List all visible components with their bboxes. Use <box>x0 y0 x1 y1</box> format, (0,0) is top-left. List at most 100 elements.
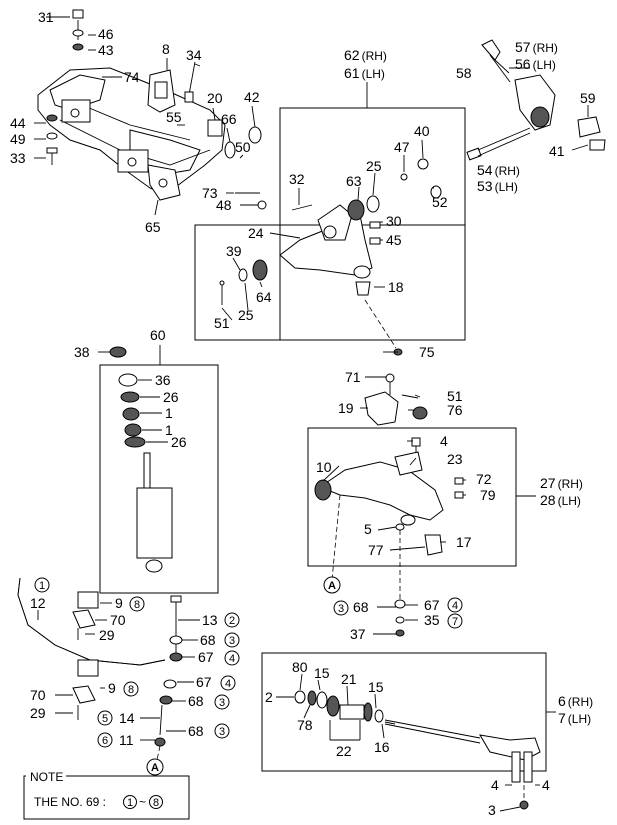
callout-34: 34 <box>186 47 202 63</box>
svg-text:7: 7 <box>452 616 458 628</box>
svg-text:8: 8 <box>128 684 134 696</box>
callout-74: 74 <box>124 69 140 85</box>
circled-ref-3a: 3 <box>224 632 240 648</box>
strut-bar-leaders <box>276 673 540 812</box>
tension-rod-leaders <box>494 59 589 151</box>
callout-55: 55 <box>166 109 182 125</box>
circled-ref-2: 2 <box>224 612 240 628</box>
callout-43: 43 <box>98 42 114 58</box>
callout-29b: 29 <box>30 705 46 721</box>
circled-ref-6: 6 <box>97 732 113 748</box>
callout-36: 36 <box>155 372 171 388</box>
callout-76: 76 <box>447 402 463 418</box>
circled-ref-7: 7 <box>447 613 463 629</box>
callout-50: 50 <box>235 139 251 155</box>
callout-20: 20 <box>207 90 223 106</box>
circled-ref-4c: 4 <box>447 597 463 613</box>
stabilizer-bar <box>17 577 183 761</box>
note-range-sep: ~ <box>139 795 146 809</box>
svg-text:3: 3 <box>338 603 344 615</box>
callout-72: 72 <box>476 471 492 487</box>
callout-19: 19 <box>338 400 354 416</box>
callout-68b: 68 <box>200 632 216 648</box>
callout-32: 32 <box>289 171 305 187</box>
callout-2: 2 <box>265 689 273 705</box>
stabilizer-leaders <box>37 602 200 741</box>
callout-16: 16 <box>374 739 390 755</box>
upper-control-arm <box>219 158 442 356</box>
callout-7: 7(LH) <box>558 710 591 726</box>
callout-5: 5 <box>364 521 372 537</box>
callout-35: 35 <box>424 612 440 628</box>
note-text: THE NO. 69 : <box>34 795 106 809</box>
callout-13: 13 <box>202 612 218 628</box>
part-callouts: 31 46 43 8 34 74 20 42 66 55 44 49 33 50… <box>10 9 596 818</box>
callout-58: 58 <box>456 65 472 81</box>
svg-text:5: 5 <box>102 713 108 725</box>
callout-47: 47 <box>394 139 410 155</box>
circled-ref-5: 5 <box>97 710 113 726</box>
upper-arm-leaders <box>221 139 434 353</box>
callout-28: 28(LH) <box>540 492 581 508</box>
svg-text:4: 4 <box>229 653 235 665</box>
svg-text:3: 3 <box>219 726 225 738</box>
svg-text:4: 4 <box>452 600 458 612</box>
callout-4b: 4 <box>491 777 499 793</box>
circled-references: 1 8 2 3 4 8 4 3 5 6 3 3 4 7 A A <box>34 576 463 776</box>
callout-75: 75 <box>419 344 435 360</box>
circled-ref-8b: 8 <box>123 681 139 697</box>
svg-text:3: 3 <box>219 697 225 709</box>
callout-79: 79 <box>480 487 496 503</box>
callout-1b: 1 <box>165 422 173 438</box>
callout-73: 73 <box>202 185 218 201</box>
callout-26b: 26 <box>171 434 187 450</box>
callout-17: 17 <box>456 534 472 550</box>
note-box <box>23 775 190 820</box>
callout-48: 48 <box>216 197 232 213</box>
note-range-start: 1 <box>127 797 133 809</box>
reference-marker-a-upper: A <box>323 576 341 594</box>
callout-4c: 4 <box>542 777 550 793</box>
callout-3: 3 <box>488 802 496 818</box>
callout-6: 6(RH) <box>558 693 593 709</box>
callout-53: 53(LH) <box>477 178 518 194</box>
callout-23: 23 <box>447 451 463 467</box>
lower-control-arm <box>314 373 464 637</box>
callout-64: 64 <box>256 289 272 305</box>
circled-ref-8a: 8 <box>129 596 145 612</box>
circled-ref-4a: 4 <box>224 650 240 666</box>
svg-text:6: 6 <box>102 735 108 747</box>
callout-11: 11 <box>119 732 134 748</box>
callout-10: 10 <box>316 459 332 475</box>
shock-absorber <box>109 346 173 573</box>
callout-49: 49 <box>10 131 26 147</box>
callout-68d: 68 <box>188 723 204 739</box>
circled-ref-3d: 3 <box>333 600 349 616</box>
svg-text:1: 1 <box>39 580 45 592</box>
callout-59: 59 <box>580 90 596 106</box>
shock-absorber-box <box>99 364 219 594</box>
callout-4a: 4 <box>440 433 448 449</box>
note-title: NOTE <box>30 770 63 784</box>
callout-56: 56(LH) <box>515 56 556 72</box>
callout-9a: 9 <box>115 595 123 611</box>
callout-25a: 25 <box>366 158 382 174</box>
callout-67a: 67 <box>424 597 440 613</box>
note-range-end: 8 <box>153 797 159 809</box>
callout-77: 77 <box>368 542 384 558</box>
strut-bar-assembly <box>294 690 541 810</box>
callout-68a: 68 <box>353 599 369 615</box>
crossmember <box>37 9 267 210</box>
callout-37: 37 <box>350 626 366 642</box>
svg-text:3: 3 <box>229 635 235 647</box>
callout-40: 40 <box>414 123 430 139</box>
callout-30: 30 <box>386 213 402 229</box>
callout-27: 27(RH) <box>540 475 583 491</box>
callout-71: 71 <box>345 369 361 385</box>
svg-text:A: A <box>151 762 159 774</box>
callout-15b: 15 <box>368 679 384 695</box>
callout-22: 22 <box>336 743 352 759</box>
callout-70b: 70 <box>30 687 46 703</box>
callout-66: 66 <box>221 111 237 127</box>
